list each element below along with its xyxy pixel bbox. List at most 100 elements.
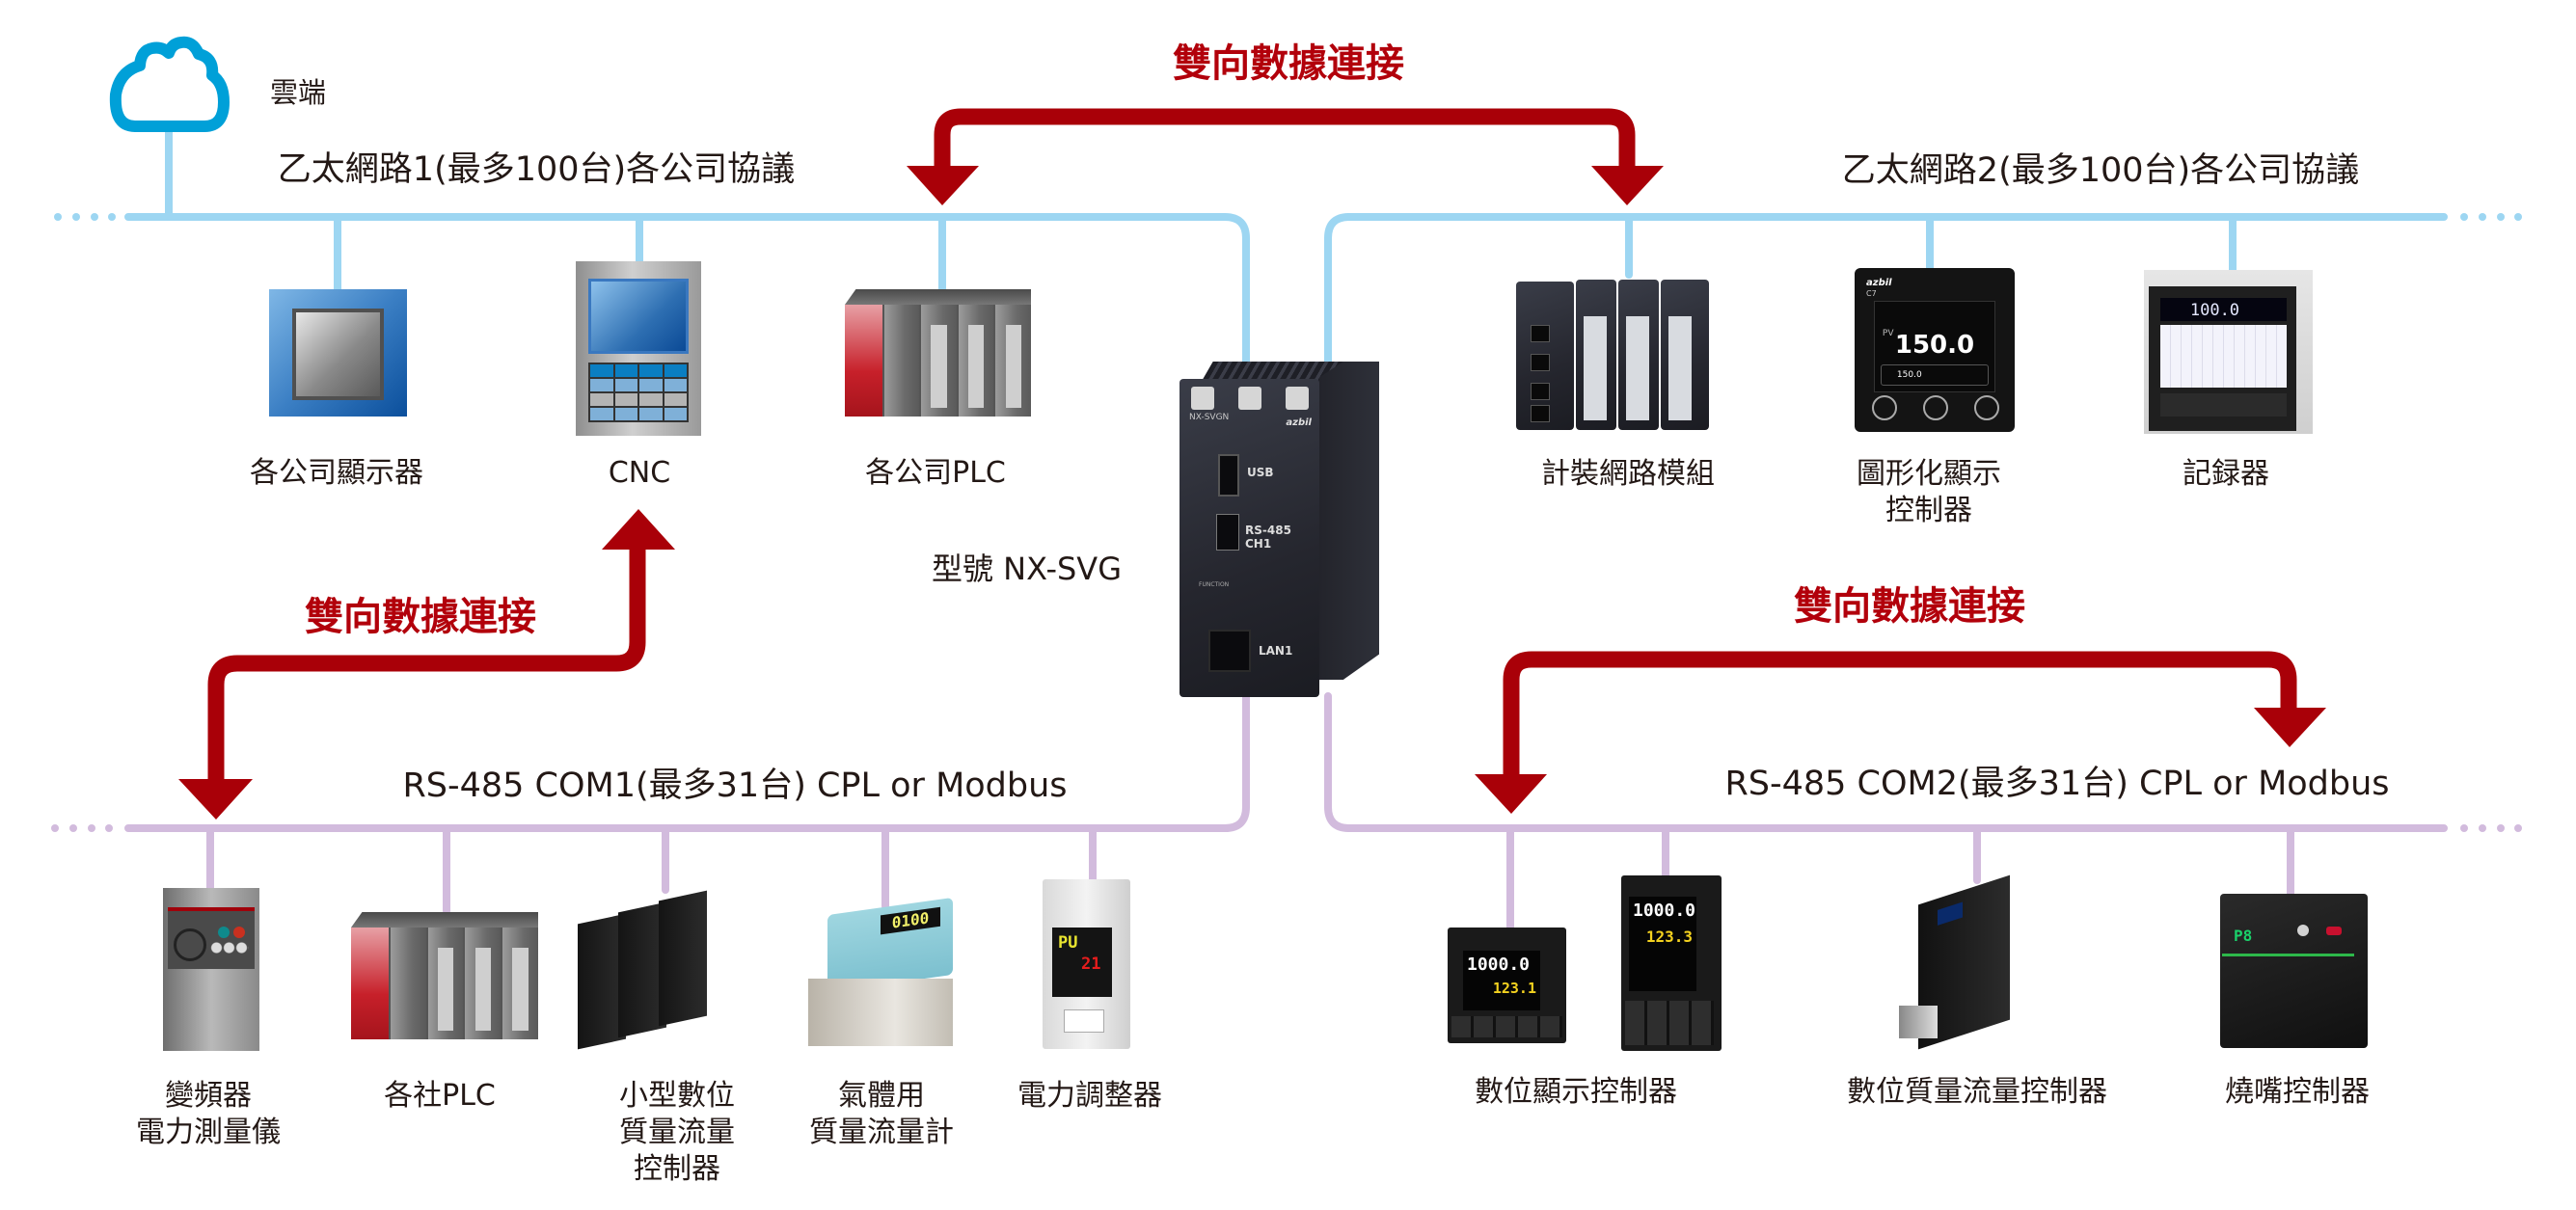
device-label-graphic-controller: 圖形化顯示 控制器 <box>1857 457 2001 527</box>
ethernet-dots <box>54 213 2522 221</box>
cnc-icon[interactable] <box>576 261 701 436</box>
cloud-label: 雲端 <box>270 76 327 109</box>
rotary-switches <box>1191 387 1309 412</box>
burner-stripe <box>2222 954 2354 956</box>
rs485-terminal[interactable] <box>1216 514 1239 551</box>
c7-refresh-button[interactable] <box>1872 395 1897 421</box>
device-label-digital-controller: 數位顯示控制器 <box>1475 1075 1677 1109</box>
gateway-model-code: NX-SVGN <box>1189 413 1230 422</box>
plc-module <box>881 305 920 417</box>
top-arrow-head-left <box>907 166 979 205</box>
graphic-controller-icon[interactable]: azbil C7 PV 150.0 150.0 <box>1855 268 2015 432</box>
cnc-keypad <box>588 362 689 422</box>
cloud-icon <box>109 36 230 132</box>
module-io <box>1576 280 1616 430</box>
gateway-model-label: 型號 NX-SVG <box>932 551 1122 587</box>
ethernet2-title: 乙太網路2(最多100台)各公司協議 <box>1841 151 2360 190</box>
flowmeter-display: 0100 <box>881 906 940 935</box>
ethernet2-bus <box>1324 213 2448 385</box>
c7-menu-button[interactable] <box>1974 395 1999 421</box>
lan-port[interactable] <box>1208 630 1251 672</box>
plc-module <box>501 928 538 1039</box>
usb-label: USB <box>1247 466 1274 479</box>
module-io <box>1661 280 1709 430</box>
plc-module <box>425 928 464 1039</box>
flowmeter-body <box>808 979 953 1046</box>
gateway-brand: azbil <box>1286 417 1312 428</box>
c7-sp: 150.0 <box>1880 364 1990 387</box>
gateway-front: NX-SVGN azbil USB RS-485 CH1 LAN1 FUNCTI… <box>1180 379 1319 697</box>
digital-mfc-icon[interactable] <box>1899 874 2034 1050</box>
device-label-gas-flowmeter: 氣體用 質量流量計 <box>809 1079 954 1149</box>
c1a-vertical-sp: 123.3 <box>1645 928 1693 946</box>
c1a-screen: 1000.0 123.1 <box>1463 951 1540 1010</box>
digital-controller-icon[interactable]: 1000.0 123.3 <box>1621 875 1722 1051</box>
gateway-side <box>1319 362 1379 680</box>
device-label-network-module: 計裝網路模組 <box>1541 457 1715 491</box>
plc-icon[interactable] <box>845 288 1032 417</box>
c1a-vertical-keys[interactable] <box>1625 1001 1714 1045</box>
c7-pv-value: 150.0 <box>1894 330 1975 360</box>
inverter-panel <box>168 907 255 969</box>
device-label-plc: 各公司PLC <box>865 456 1006 490</box>
plc-module <box>919 305 957 417</box>
lan-label: LAN1 <box>1259 644 1293 658</box>
gas-flowmeter-icon[interactable]: 0100 <box>808 897 958 1046</box>
usb-port[interactable] <box>1218 454 1239 497</box>
plc-module <box>956 305 994 417</box>
c7-model: C7 <box>1866 289 1877 298</box>
module-io <box>1618 280 1659 430</box>
inverter-dial <box>174 928 206 961</box>
left-arrow-shaft <box>207 546 646 783</box>
hmi-display-icon[interactable] <box>269 289 407 417</box>
plc-top <box>845 288 1031 305</box>
device-label-inverter: 變頻器 電力測量儀 <box>136 1079 281 1149</box>
plc-icon[interactable] <box>351 911 538 1039</box>
c1a-sp: 123.1 <box>1492 980 1536 997</box>
top-arrow-head-right <box>1591 166 1664 205</box>
left-arrow-head-up <box>602 509 675 550</box>
com2-bus <box>1324 692 2448 832</box>
rs485-label: RS-485 CH1 <box>1245 524 1291 551</box>
recorder-chart <box>2160 325 2288 388</box>
regulator-display-top: PU <box>1058 933 1078 953</box>
c1a-pv: 1000.0 <box>1467 955 1531 975</box>
device-label-power-regulator: 電力調整器 <box>1017 1079 1162 1113</box>
c1a-keys[interactable] <box>1451 1016 1562 1037</box>
c1a-vertical-screen: 1000.0 123.3 <box>1629 897 1696 991</box>
ethernet1-title: 乙太網路1(最多100台)各公司協議 <box>277 150 796 189</box>
com1-bus <box>124 692 1250 832</box>
regulator-display-bottom: 21 <box>1081 955 1101 974</box>
top-link-label: 雙向數據連接 <box>1173 41 1404 86</box>
plc-module <box>993 305 1032 417</box>
digital-controller-icon[interactable]: 1000.0 123.1 <box>1448 928 1566 1043</box>
regulator-terminal <box>1064 1009 1104 1033</box>
device-label-burner-controller: 燒嘴控制器 <box>2225 1075 2370 1109</box>
device-label-plc2: 各社PLC <box>384 1079 496 1113</box>
plc-module <box>388 928 426 1039</box>
c1a-vertical-pv: 1000.0 <box>1633 901 1696 921</box>
regulator-panel: PU 21 <box>1052 928 1112 997</box>
recorder-keypad <box>2160 392 2288 417</box>
plc-module <box>463 928 502 1039</box>
device-label-recorder: 記録器 <box>2183 457 2269 491</box>
rs485-dots <box>51 824 2522 832</box>
network-module-icon[interactable] <box>1516 274 1729 430</box>
burner-controller-icon[interactable]: P8 <box>2220 894 2368 1048</box>
c7-brand: azbil <box>1866 278 1892 288</box>
plc-power-module <box>351 928 389 1039</box>
mass-flow-controller-icon[interactable] <box>578 890 745 1053</box>
inverter-icon[interactable] <box>163 888 259 1051</box>
plc-power-module <box>845 305 882 417</box>
plc-top <box>351 911 538 928</box>
gateway-device[interactable]: NX-SVGN azbil USB RS-485 CH1 LAN1 FUNCTI… <box>1180 362 1379 697</box>
right-arrow-head-down-right <box>2254 708 2326 747</box>
c7-home-button[interactable] <box>1923 395 1948 421</box>
power-regulator-icon[interactable]: PU 21 <box>1043 879 1130 1049</box>
c7-pv-label: PV <box>1882 329 1894 338</box>
recorder-lcd: 100.0 <box>2160 297 2288 321</box>
recorder-icon[interactable]: 100.0 <box>2144 270 2313 434</box>
device-label-cnc: CNC <box>608 456 671 490</box>
top-arrow-shaft <box>934 108 1636 174</box>
